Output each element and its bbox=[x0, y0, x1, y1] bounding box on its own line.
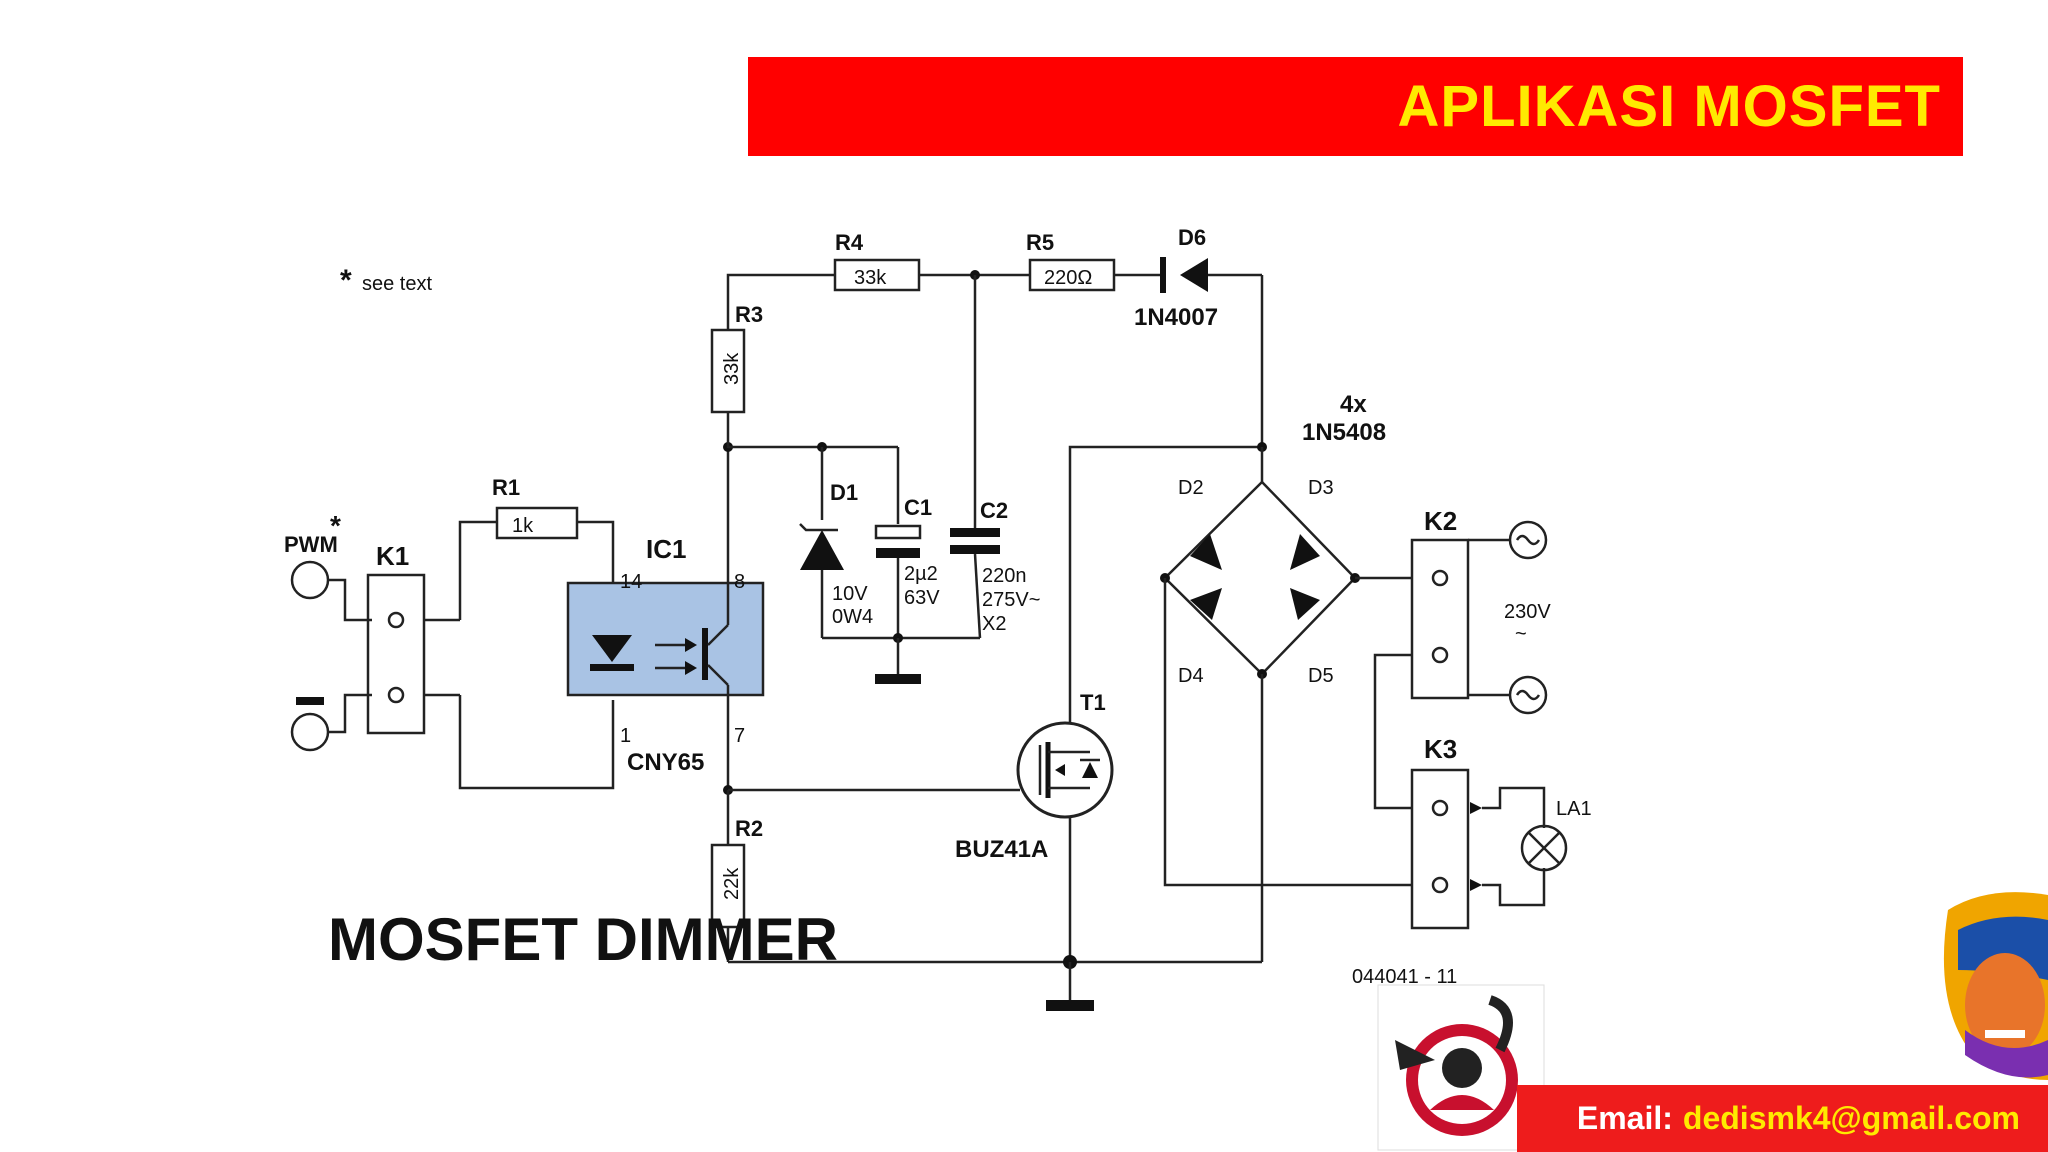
d1-v1: 10V bbox=[832, 583, 868, 605]
c1-v2: 63V bbox=[904, 587, 940, 609]
ic1-pin14: 14 bbox=[620, 571, 642, 593]
r1-value: 1k bbox=[512, 515, 534, 537]
r1-label: R1 bbox=[492, 475, 520, 500]
pwm-label: PWM bbox=[284, 532, 338, 557]
d1-v2: 0W4 bbox=[832, 606, 873, 628]
mains-terminal-2 bbox=[1508, 675, 1548, 715]
k2-connector bbox=[1410, 538, 1470, 700]
r2-value: 22k bbox=[721, 867, 743, 900]
wire-pwm bbox=[328, 578, 372, 622]
diagram-code: 044041 - 11 bbox=[1352, 966, 1457, 988]
d5-label: D5 bbox=[1308, 665, 1334, 687]
r4-label: R4 bbox=[835, 230, 864, 255]
t1-mosfet bbox=[1016, 721, 1114, 819]
ground-terminal bbox=[290, 712, 330, 752]
bridge-part: 1N5408 bbox=[1302, 419, 1386, 446]
la1-lamp bbox=[1520, 824, 1568, 872]
d1-label: D1 bbox=[830, 480, 858, 505]
c2-capacitor bbox=[950, 528, 1000, 537]
k1-label: K1 bbox=[376, 541, 409, 571]
pwm-star: * bbox=[330, 510, 341, 541]
r5-value: 220Ω bbox=[1044, 267, 1092, 289]
r2-label: R2 bbox=[735, 816, 763, 841]
bridge-rectifier bbox=[1163, 480, 1357, 676]
phototransistor-symbol bbox=[702, 628, 708, 680]
mains-voltage: 230V bbox=[1504, 601, 1551, 623]
d3-label: D3 bbox=[1308, 477, 1334, 499]
avatar bbox=[1943, 892, 2048, 1080]
diagram-title: MOSFET DIMMER bbox=[328, 906, 838, 973]
c2-v3: X2 bbox=[982, 613, 1006, 635]
mains-terminal-1 bbox=[1508, 520, 1548, 560]
d4-label: D4 bbox=[1178, 665, 1204, 687]
bridge-count: 4x bbox=[1340, 391, 1367, 418]
ground-symbol-main bbox=[1046, 1000, 1094, 1011]
ic1-label: IC1 bbox=[646, 534, 686, 564]
d6-diode bbox=[1180, 258, 1208, 292]
wire-gnd bbox=[328, 693, 372, 734]
d6-part: 1N4007 bbox=[1134, 304, 1218, 331]
led-symbol bbox=[592, 635, 632, 662]
k2-label: K2 bbox=[1424, 506, 1457, 536]
k1-connector bbox=[366, 573, 426, 735]
c1-capacitor bbox=[874, 524, 922, 540]
r3-label: R3 bbox=[735, 302, 763, 327]
d6-label: D6 bbox=[1178, 225, 1206, 250]
k3-connector bbox=[1410, 768, 1470, 930]
ic1-pin1: 1 bbox=[620, 725, 631, 747]
email-label: Email: bbox=[1576, 1100, 1673, 1136]
d1-zener bbox=[800, 530, 844, 570]
title-banner: APLIKASI MOSFET bbox=[748, 57, 1963, 156]
ground-symbol-c1 bbox=[875, 674, 921, 684]
r4-value: 33k bbox=[854, 267, 887, 289]
d2-label: D2 bbox=[1178, 477, 1204, 499]
ground-minus-symbol bbox=[296, 697, 324, 705]
logo-emblem bbox=[1377, 984, 1545, 1151]
ic1-part: CNY65 bbox=[627, 749, 704, 776]
note-see-text: see text bbox=[362, 273, 432, 295]
note-asterisk: * bbox=[340, 264, 352, 297]
c1-v1: 2µ2 bbox=[904, 563, 938, 585]
r1-resistor bbox=[495, 506, 579, 540]
banner-title: APLIKASI MOSFET bbox=[1397, 74, 1941, 139]
la1-label: LA1 bbox=[1556, 798, 1592, 820]
r5-label: R5 bbox=[1026, 230, 1054, 255]
c2-v1: 220n bbox=[982, 565, 1027, 587]
footer-bar: Email: dedismk4@gmail.com bbox=[1517, 1085, 2048, 1152]
c1-label: C1 bbox=[904, 495, 932, 520]
k3-label: K3 bbox=[1424, 734, 1457, 764]
c2-label: C2 bbox=[980, 498, 1008, 523]
d4-diode bbox=[1190, 588, 1222, 620]
mains-symbol: ~ bbox=[1515, 623, 1527, 645]
r3-value: 33k bbox=[721, 352, 743, 385]
c2-v2: 275V~ bbox=[982, 589, 1040, 611]
d2-diode bbox=[1190, 534, 1222, 570]
t1-part: BUZ41A bbox=[955, 836, 1048, 863]
t1-label: T1 bbox=[1080, 690, 1106, 715]
email-address[interactable]: dedismk4@gmail.com bbox=[1682, 1100, 2020, 1136]
ic1-pin8: 8 bbox=[734, 571, 745, 593]
d5-diode bbox=[1290, 588, 1320, 620]
pwm-terminal bbox=[290, 560, 330, 600]
ic1-pin7: 7 bbox=[734, 725, 745, 747]
d3-diode bbox=[1290, 534, 1320, 570]
